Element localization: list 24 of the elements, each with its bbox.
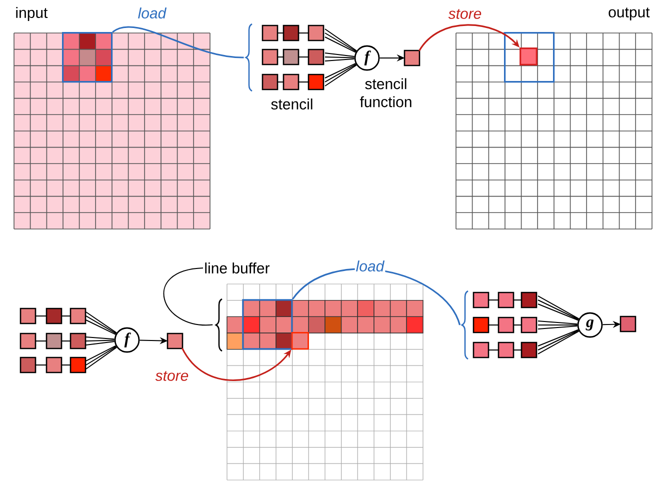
window-box	[242, 299, 293, 350]
target-cell	[520, 48, 538, 66]
edge-label: store	[154, 370, 190, 382]
stencil-drawing	[461, 290, 538, 360]
output-pixel	[166, 332, 184, 350]
grid-title: input	[16, 7, 48, 21]
fan-lines	[324, 28, 358, 86]
window-box	[62, 32, 113, 83]
buffer-label: line buffer	[205, 262, 270, 274]
connector	[112, 26, 244, 58]
leader-line	[163, 268, 214, 326]
edge-label: store	[447, 8, 483, 20]
edge-label: load	[354, 259, 386, 272]
function-label: stencil function	[360, 78, 412, 108]
fan-lines	[86, 312, 118, 370]
fan-lines	[538, 296, 580, 354]
output-pixel	[404, 50, 420, 66]
stencil-drawing	[20, 308, 86, 374]
grid-title: output	[608, 8, 650, 20]
window-box	[504, 32, 555, 83]
target-cell	[291, 332, 309, 350]
edge-label: load	[136, 6, 168, 20]
stencil-label: stencil	[271, 98, 312, 110]
output-pixel	[620, 316, 636, 332]
